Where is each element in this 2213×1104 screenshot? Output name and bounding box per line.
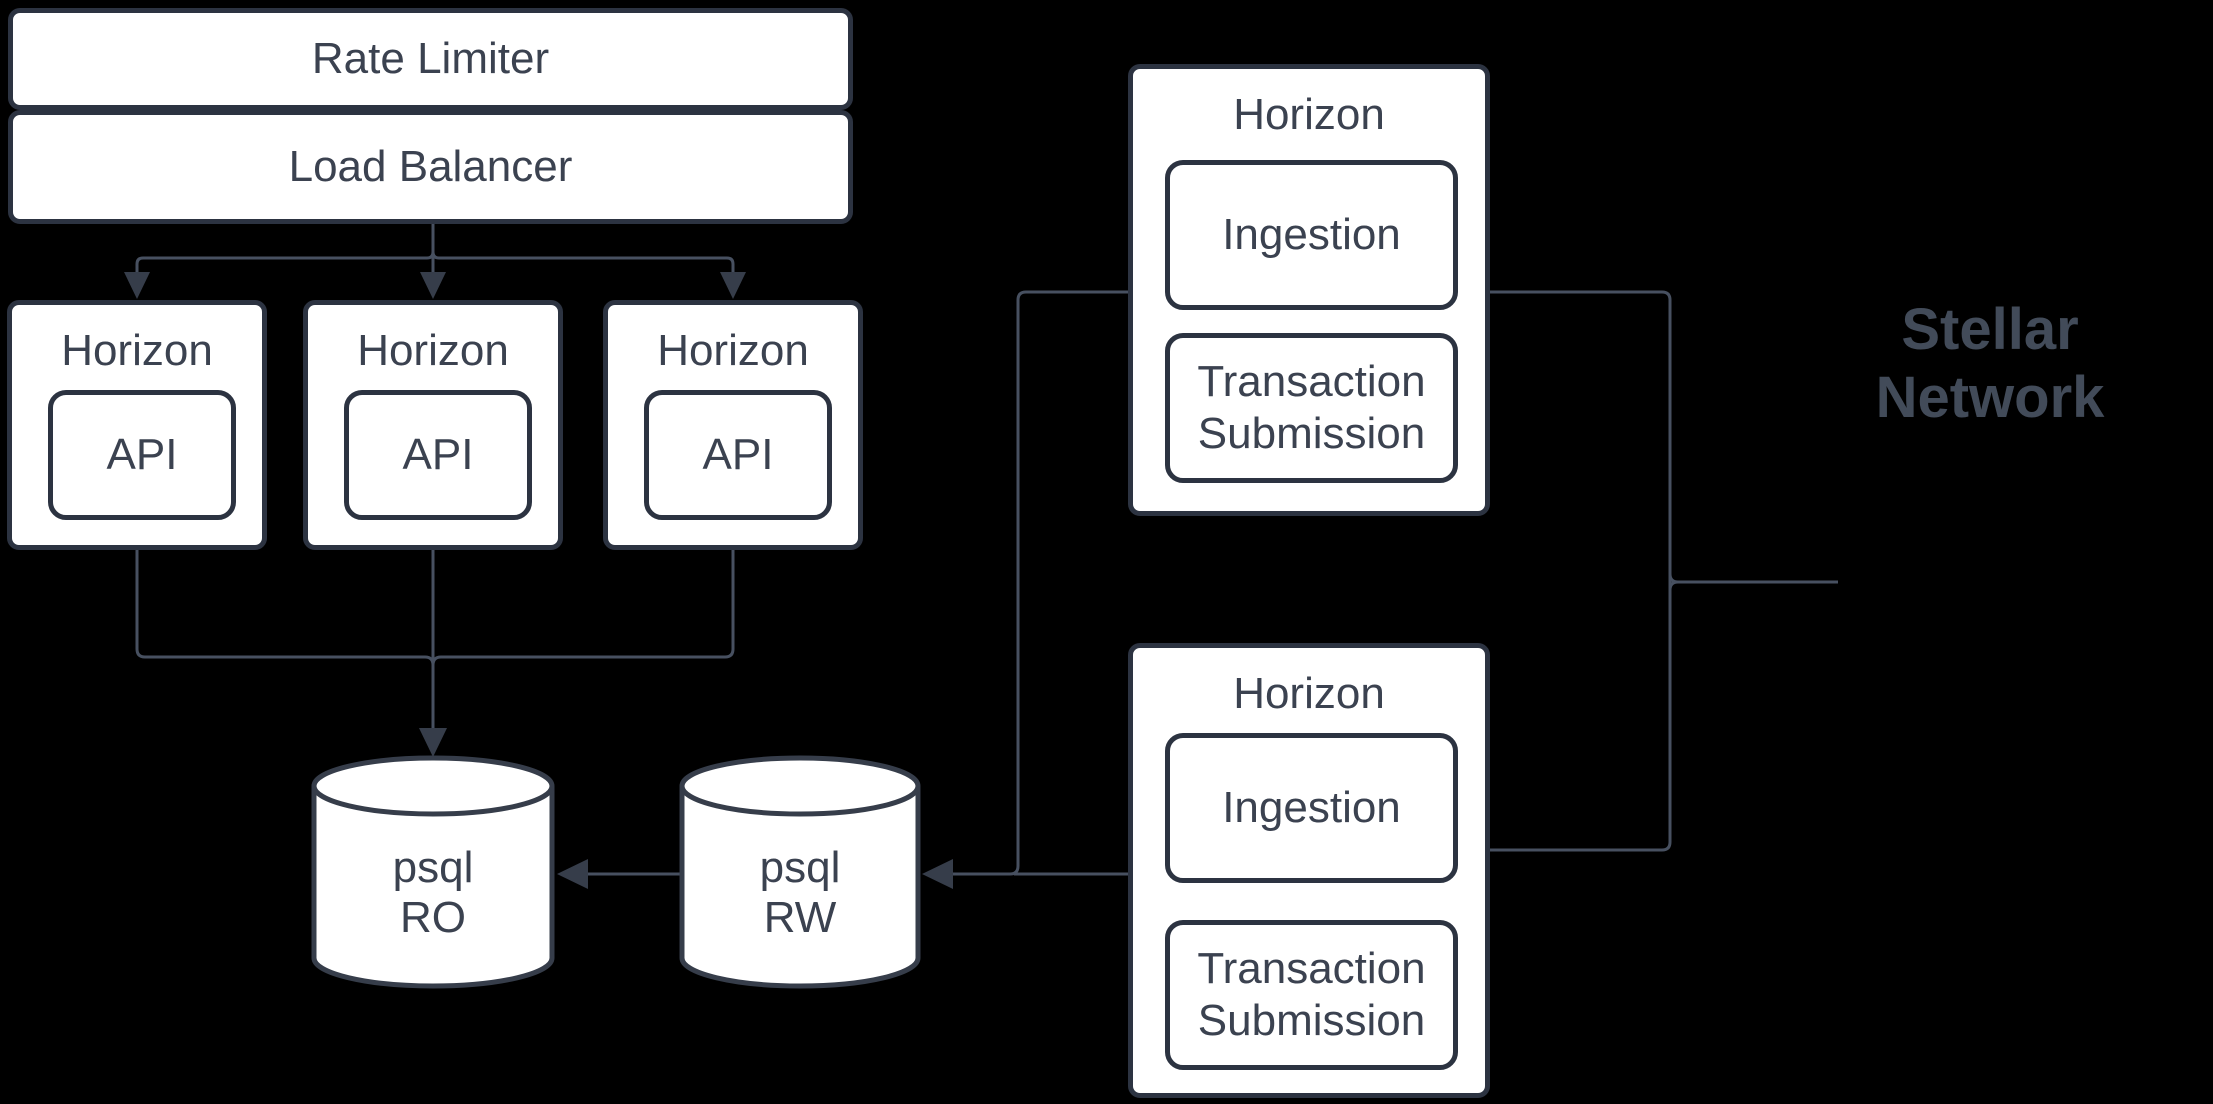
network-label-line2: Network — [1875, 365, 2105, 430]
rate-limiter-label: Rate Limiter — [311, 34, 550, 83]
api-label: API — [402, 430, 474, 479]
node-api-1: API — [48, 390, 236, 520]
arrow-down-icon — [420, 272, 446, 299]
arrow-left-icon — [557, 859, 588, 889]
database-cylinder-ro — [311, 755, 555, 989]
connector-lb-to-api-1 — [135, 224, 435, 272]
node-stellar-network-label: Stellar Network — [1830, 296, 2150, 432]
node-load-balancer: Load Balancer — [8, 110, 853, 224]
node-api-2: API — [344, 390, 532, 520]
node-horizon-api-2: Horizon API — [303, 300, 563, 550]
node-horizon-api-1: Horizon API — [7, 300, 267, 550]
db-mode: RO — [400, 893, 466, 942]
database-cylinder-ro-rim — [311, 785, 555, 817]
connector-bracket-branch-bottom — [1668, 580, 1679, 591]
connector-api3-merge — [431, 550, 735, 666]
tx-submission-label: Transaction Submission — [1197, 357, 1426, 458]
connector-api1-merge — [135, 550, 435, 666]
db-name: psql — [759, 843, 841, 892]
node-ingestion-1: Ingestion — [1165, 160, 1458, 310]
node-ingestion-2: Ingestion — [1165, 733, 1458, 883]
node-tx-submission-1: Transaction Submission — [1165, 333, 1458, 483]
connector-bracket-right — [1490, 290, 1672, 852]
network-label-line1: Stellar — [1901, 297, 2079, 362]
horizon-title: Horizon — [61, 326, 213, 375]
horizon-title: Horizon — [1233, 90, 1385, 139]
arrow-down-icon — [720, 272, 746, 299]
node-api-3: API — [644, 390, 832, 520]
connector-ingest-top-to-rw — [953, 290, 1128, 876]
ingestion-label: Ingestion — [1222, 210, 1401, 259]
db-mode: RW — [763, 893, 837, 942]
node-tx-submission-2: Transaction Submission — [1165, 920, 1458, 1070]
node-psql-ro-label: psql RO — [314, 800, 552, 986]
database-cylinder-rw — [679, 755, 921, 989]
horizon-title: Horizon — [357, 326, 509, 375]
api-label: API — [702, 430, 774, 479]
api-label: API — [106, 430, 178, 479]
ingestion-label: Ingestion — [1222, 783, 1401, 832]
node-horizon-ingest-2: Horizon Ingestion Transaction Submission — [1128, 643, 1490, 1098]
arrow-left-icon — [922, 859, 953, 889]
database-cylinder-rw-rim — [679, 785, 921, 817]
arrow-down-icon — [124, 272, 150, 299]
connector-lb-to-api-3 — [431, 224, 735, 272]
load-balancer-label: Load Balancer — [288, 142, 573, 191]
db-name: psql — [392, 843, 474, 892]
horizon-title: Horizon — [1233, 669, 1385, 718]
node-horizon-api-3: Horizon API — [603, 300, 863, 550]
tx-submission-label: Transaction Submission — [1197, 944, 1426, 1045]
arrow-down-icon — [419, 728, 447, 757]
connector-bracket-branch-top — [1668, 573, 1838, 584]
node-rate-limiter: Rate Limiter — [8, 8, 853, 110]
horizon-title: Horizon — [657, 326, 809, 375]
node-psql-rw-label: psql RW — [682, 800, 918, 986]
node-horizon-ingest-1: Horizon Ingestion Transaction Submission — [1128, 64, 1490, 516]
